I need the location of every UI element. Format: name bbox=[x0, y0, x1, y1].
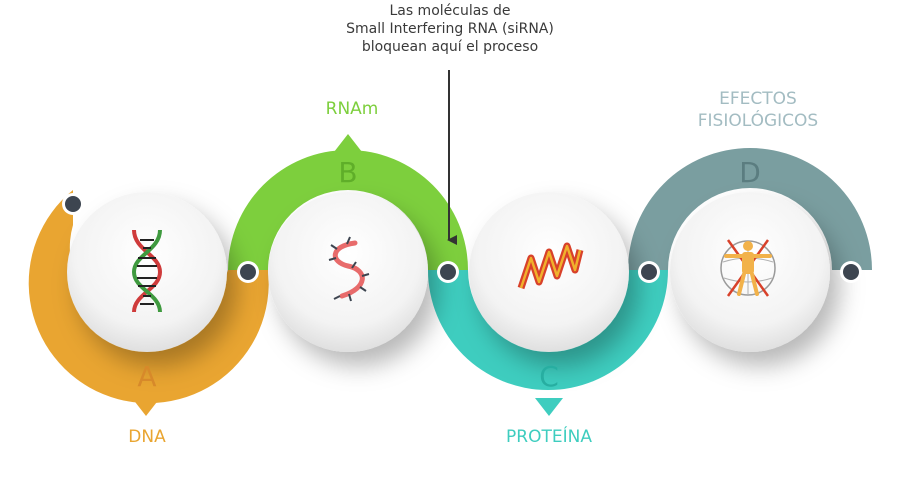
connector-dot bbox=[843, 264, 859, 280]
protein-helix-icon bbox=[517, 242, 584, 290]
stage-b-letter: B bbox=[338, 156, 357, 189]
callout-line-2: Small Interfering RNA (siRNA) bbox=[346, 21, 554, 37]
stage-c-disc bbox=[469, 192, 629, 352]
stage-b-pointer bbox=[334, 134, 362, 152]
stage-a-name: DNA bbox=[128, 427, 166, 447]
human-body-icon bbox=[720, 239, 776, 297]
callout-line-1: Las moléculas de bbox=[389, 3, 511, 19]
connector-dot bbox=[440, 264, 456, 280]
stage-b-arc bbox=[228, 134, 468, 270]
connector-dot bbox=[641, 264, 657, 280]
sirna-callout: Las moléculas de Small Interfering RNA (… bbox=[300, 2, 600, 56]
stage-c-letter: C bbox=[539, 360, 559, 393]
stage-c-name: PROTEÍNA bbox=[506, 425, 592, 447]
stage-c-arc bbox=[428, 270, 668, 416]
dna-icon bbox=[131, 229, 163, 313]
stage-d-name-line1: EFECTOS bbox=[719, 89, 797, 109]
connector-dots bbox=[62, 193, 862, 283]
connector-dot bbox=[240, 264, 256, 280]
stage-a-pointer bbox=[132, 398, 160, 416]
stage-b-disc bbox=[268, 192, 428, 352]
stage-c-pointer bbox=[535, 398, 563, 416]
stage-d-arc bbox=[628, 148, 872, 270]
connector-dot bbox=[65, 196, 81, 212]
stage-b-name: RNAm bbox=[326, 99, 379, 119]
stage-a-disc bbox=[67, 192, 227, 352]
callout-line-3: bloquean aquí el proceso bbox=[361, 39, 539, 55]
rna-strand-icon bbox=[328, 236, 370, 302]
stage-d-letter: D bbox=[739, 156, 761, 189]
stage-a-arc bbox=[28, 190, 269, 416]
stage-d-name-line2: FISIOLÓGICOS bbox=[698, 109, 818, 131]
stage-a-letter: A bbox=[137, 360, 156, 393]
